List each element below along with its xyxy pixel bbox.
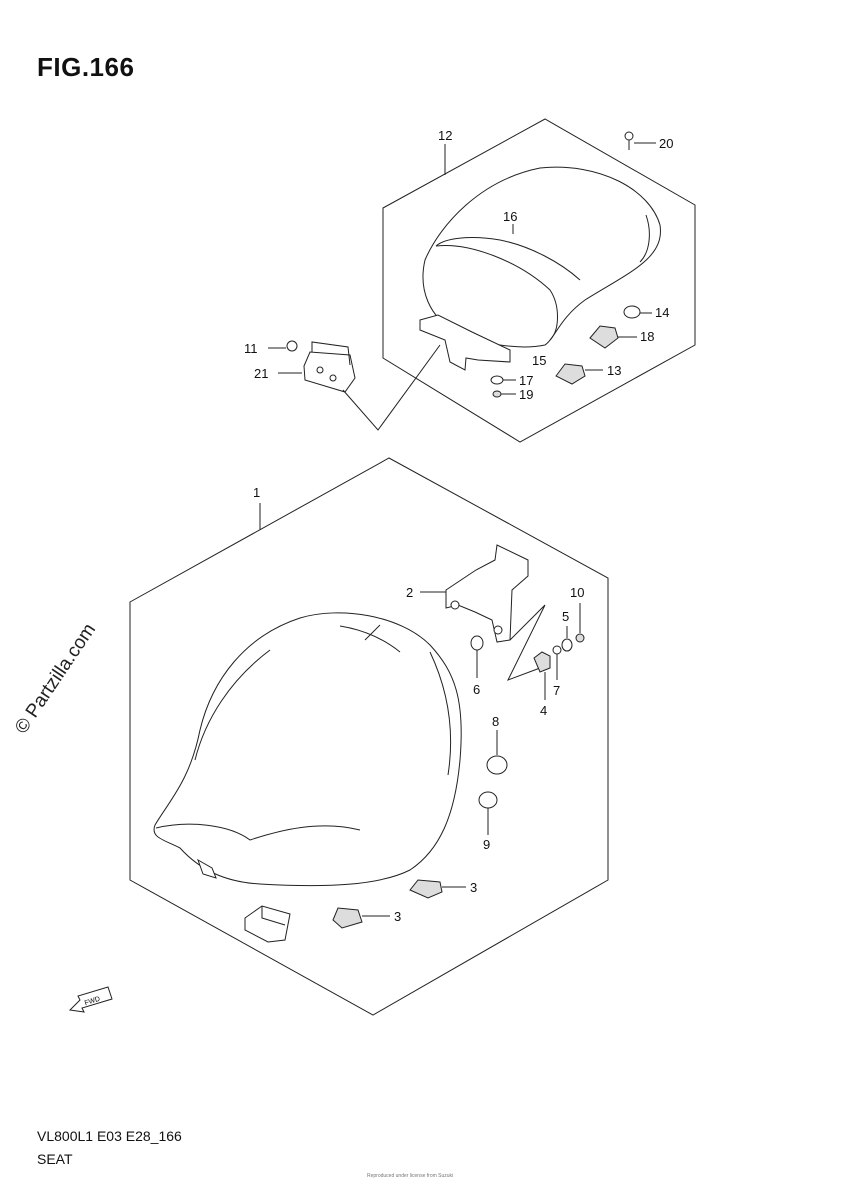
figure-title: FIG.166 [37, 52, 135, 82]
washer-17 [490, 375, 504, 385]
callout-3-lower: 3 [394, 909, 401, 924]
copyright-note: Reproduced under license from Suzuki [367, 1173, 454, 1179]
seat-tag [244, 905, 291, 943]
callout-6: 6 [473, 682, 480, 697]
main-seat-cushion [153, 612, 462, 887]
grommet-8 [486, 755, 508, 775]
callout-4: 4 [540, 703, 547, 718]
seat-bracket-2 [445, 544, 529, 643]
callout-13: 13 [607, 363, 621, 378]
rear-strap [303, 341, 356, 393]
callout-5: 5 [562, 609, 569, 624]
rear-seat-group-outline [382, 118, 696, 443]
fwd-label: FWD [84, 996, 101, 1008]
screw-20 [624, 131, 634, 150]
nut-19 [492, 390, 502, 398]
callout-10: 10 [570, 585, 584, 600]
callout-19: 19 [519, 387, 533, 402]
nut-10 [575, 633, 585, 643]
washer-7 [552, 645, 562, 655]
callout-12: 12 [438, 128, 452, 143]
bolt-11 [286, 340, 298, 352]
callout-15: 15 [532, 353, 546, 368]
diagram-code: VL800L1 E03 E28_166 [37, 1128, 182, 1144]
cushion-3-lower [332, 907, 363, 929]
callout-1: 1 [253, 485, 260, 500]
callout-7: 7 [553, 683, 560, 698]
callout-17: 17 [519, 373, 533, 388]
callout-11: 11 [244, 341, 258, 356]
rear-bracket [419, 314, 511, 371]
callout-14: 14 [655, 305, 669, 320]
callout-9: 9 [483, 837, 490, 852]
rear-seat-cushion [422, 166, 661, 348]
cushion-3-upper [409, 879, 443, 899]
fwd-arrow-icon: FWD [68, 986, 113, 1013]
washer-5 [561, 638, 573, 652]
callout-2: 2 [406, 585, 413, 600]
callout-18: 18 [640, 329, 654, 344]
cushion-18 [589, 325, 619, 349]
main-seat-group-outline [129, 457, 609, 1016]
callout-21: 21 [254, 366, 268, 381]
diagram-name: SEAT [37, 1151, 73, 1167]
cap-14 [623, 305, 641, 319]
callout-3-upper: 3 [470, 880, 477, 895]
grommet-9 [478, 791, 498, 809]
callout-8: 8 [492, 714, 499, 729]
clip-4 [533, 651, 551, 673]
callout-20: 20 [659, 136, 673, 151]
cushion-13 [555, 363, 586, 385]
callout-16: 16 [503, 209, 517, 224]
washer-6 [470, 635, 484, 651]
